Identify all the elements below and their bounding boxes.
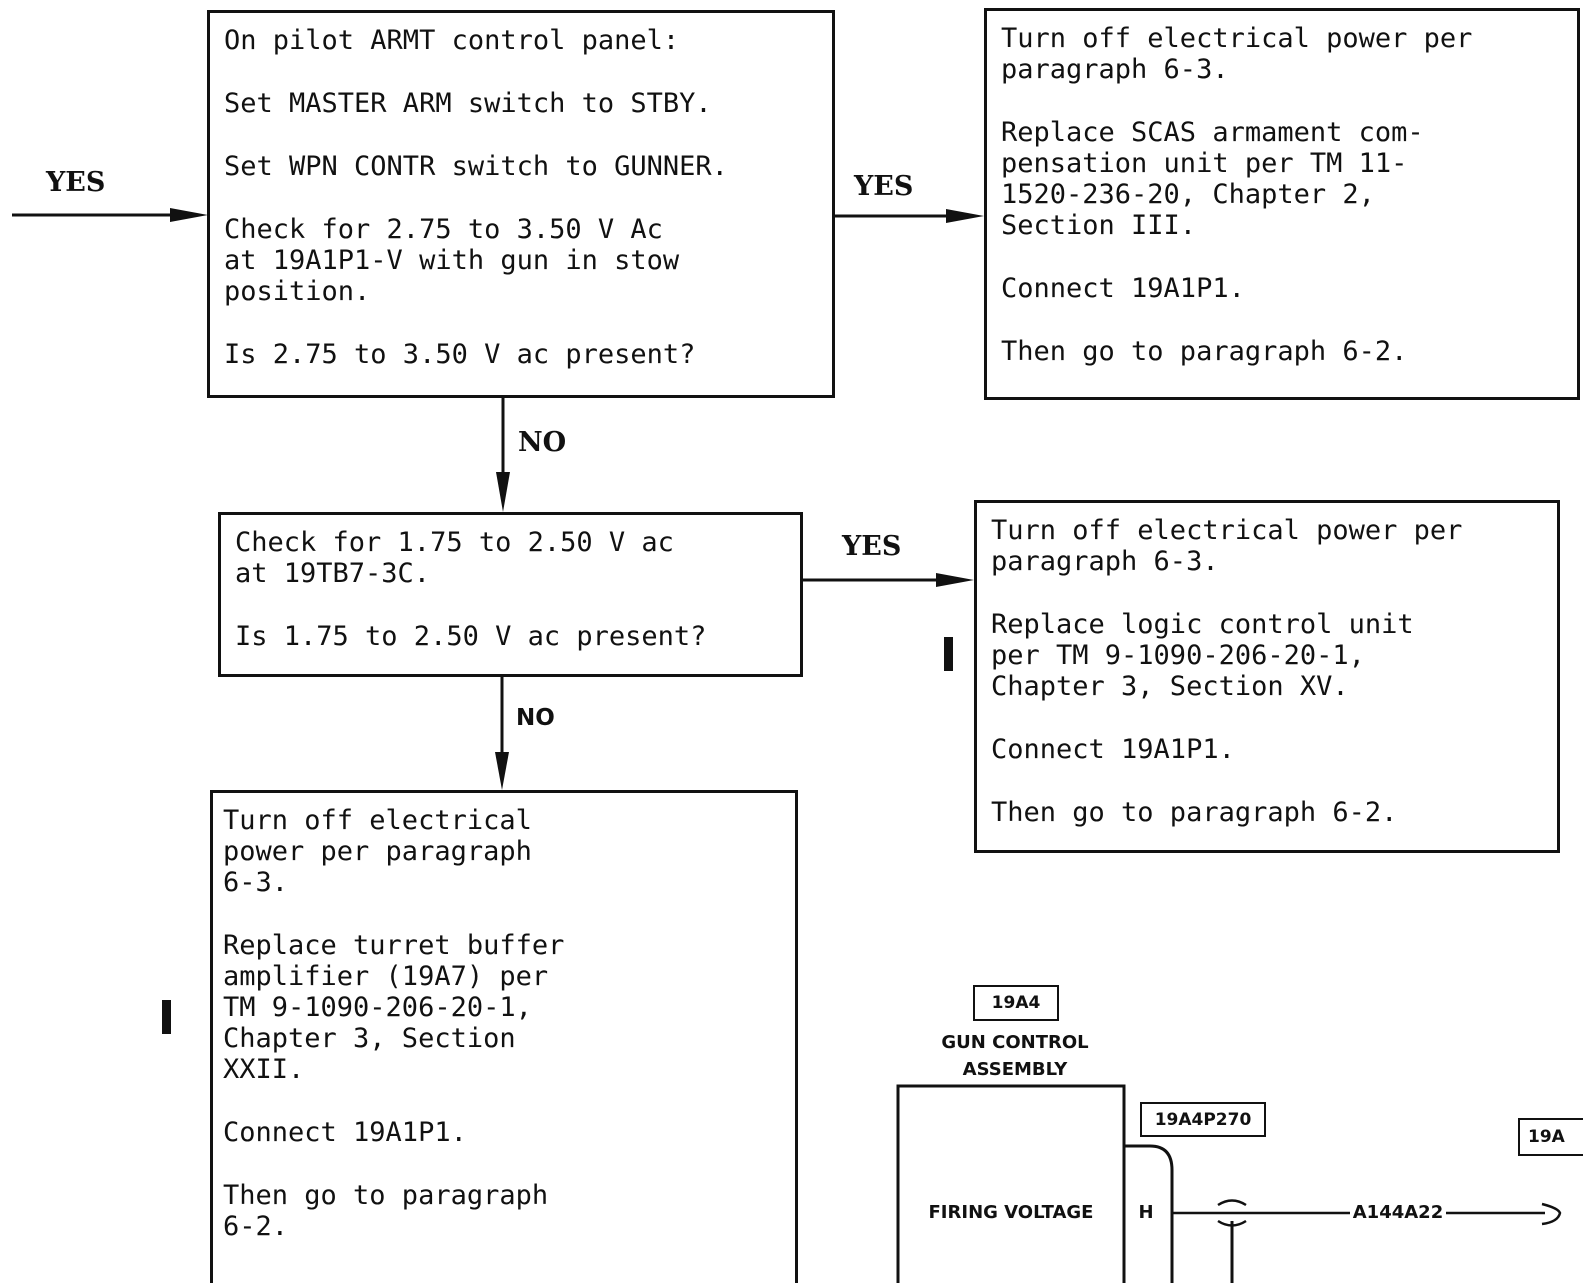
box3-line-1: Check for 1.75 to 2.50 V ac at 19TB7-3C. xyxy=(235,527,674,589)
no-label-2: NO xyxy=(516,705,555,731)
gun-control-block xyxy=(896,1084,1126,1283)
box2-line-2: Replace SCAS armament com- pensation uni… xyxy=(1001,117,1424,241)
box1-line-3: Set WPN CONTR switch to GUNNER. xyxy=(224,151,728,182)
unit-id-tag: 19A4 xyxy=(973,985,1059,1021)
box2-line-3: Connect 19A1P1. xyxy=(1001,273,1245,304)
yes-label-entry: YES xyxy=(46,167,106,198)
right-connector-text: 19A xyxy=(1528,1127,1565,1147)
yes-label-1: YES xyxy=(854,171,914,202)
box1-line-2: Set MASTER ARM switch to STBY. xyxy=(224,88,712,119)
step-box-check-master-arm: On pilot ARMT control panel: Set MASTER … xyxy=(207,10,835,398)
box2-line-1: Turn off electrical power per paragraph … xyxy=(1001,23,1473,85)
box5-line-4: Then go to paragraph 6-2. xyxy=(223,1180,549,1242)
unit-name-line-2: ASSEMBLY xyxy=(962,1059,1068,1080)
step-box-replace-scas: Turn off electrical power per paragraph … xyxy=(984,8,1580,400)
splice-symbol-2 xyxy=(1541,1202,1562,1226)
step-box-replace-logic-control: Turn off electrical power per paragraph … xyxy=(974,500,1560,853)
box5-line-3: Connect 19A1P1. xyxy=(223,1117,467,1148)
right-connector-tag: 19A xyxy=(1518,1118,1583,1156)
yes-arrowhead-2 xyxy=(936,573,974,587)
entry-arrowhead xyxy=(170,208,208,222)
change-bar-2 xyxy=(162,1000,171,1034)
step-box-replace-turret-buffer: Turn off electrical power per paragraph … xyxy=(210,790,798,1283)
no-arrowhead-1 xyxy=(496,472,510,512)
no-label-1: NO xyxy=(518,427,567,458)
box2-line-4: Then go to paragraph 6-2. xyxy=(1001,336,1408,367)
pin-label: H xyxy=(1138,1202,1154,1223)
yes-arrowhead-1 xyxy=(946,209,984,223)
box4-line-2: Replace logic control unit per TM 9-1090… xyxy=(991,609,1414,702)
yes-label-2: YES xyxy=(842,531,902,562)
wire-label: A144A22 xyxy=(1352,1202,1444,1223)
change-bar-1 xyxy=(944,637,953,671)
box1-line-1: On pilot ARMT control panel: xyxy=(224,25,680,56)
box5-line-2: Replace turret buffer amplifier (19A7) p… xyxy=(223,930,565,1085)
no-arrowhead-2 xyxy=(495,752,509,790)
unit-name-line-1: GUN CONTROL xyxy=(941,1032,1089,1053)
connector-tag: 19A4P270 xyxy=(1140,1102,1266,1137)
box1-line-4: Check for 2.75 to 3.50 V Ac at 19A1P1-V … xyxy=(224,214,680,307)
box5-line-1: Turn off electrical power per paragraph … xyxy=(223,805,532,898)
box4-line-3: Connect 19A1P1. xyxy=(991,734,1235,765)
box4-line-4: Then go to paragraph 6-2. xyxy=(991,797,1398,828)
box3-question: Is 1.75 to 2.50 V ac present? xyxy=(235,621,707,652)
box4-line-1: Turn off electrical power per paragraph … xyxy=(991,515,1463,577)
firing-voltage-label: FIRING VOLTAGE xyxy=(928,1202,1094,1223)
box1-question: Is 2.75 to 3.50 V ac present? xyxy=(224,339,696,370)
step-box-check-19tb7: Check for 1.75 to 2.50 V ac at 19TB7-3C.… xyxy=(218,512,803,677)
connector-pin-frame xyxy=(1124,1144,1174,1283)
